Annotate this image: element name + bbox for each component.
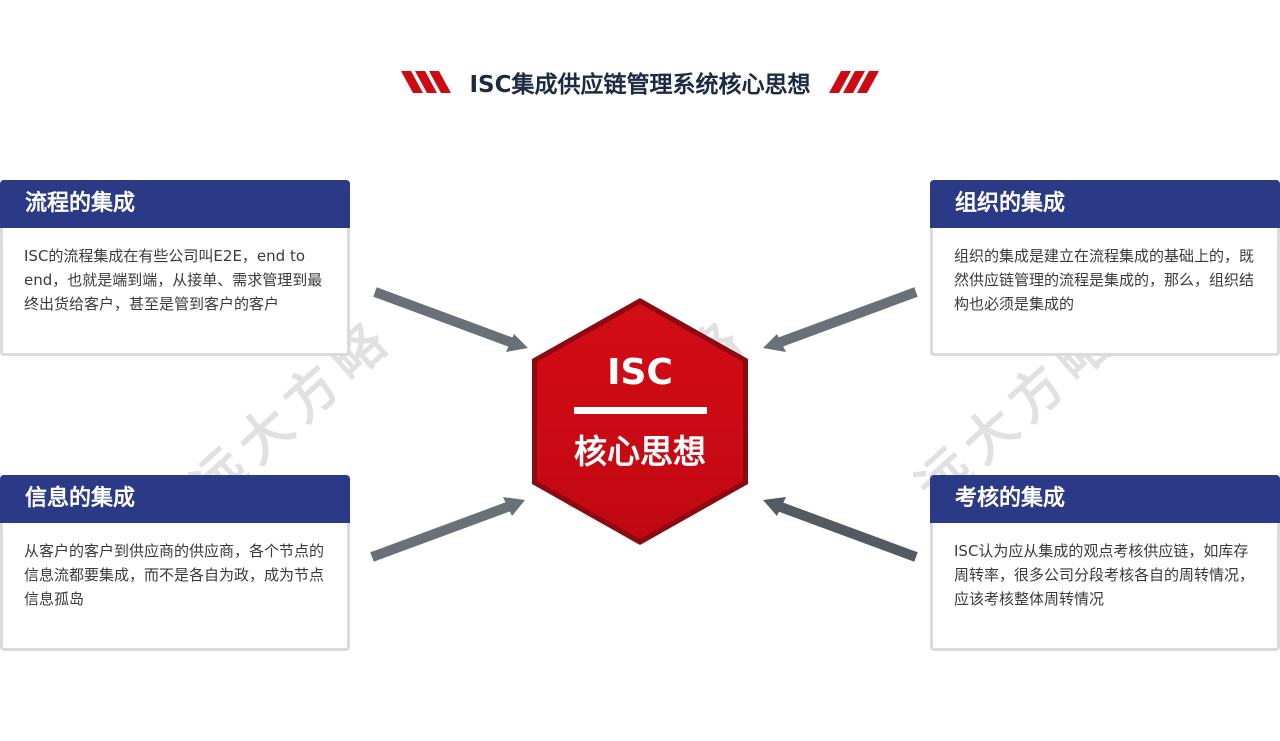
page-title: ISC集成供应链管理系统核心思想 xyxy=(469,72,811,98)
card-title: 组织的集成 xyxy=(930,180,1280,228)
card-body: 组织的集成是建立在流程集成的基础上的，既然供应链管理的流程是集成的，那么，组织结… xyxy=(954,247,1255,313)
card-title: 考核的集成 xyxy=(930,475,1280,523)
card-title: 流程的集成 xyxy=(0,180,350,228)
center-label-bottom: 核心思想 xyxy=(574,432,706,471)
card-information-integration: 信息的集成 从客户的客户到供应商的供应商，各个节点的信息流都要集成，而不是各自为… xyxy=(0,475,350,651)
center-hexagon xyxy=(532,298,748,545)
title-bar: ISC集成供应链管理系统核心思想 xyxy=(0,62,1280,102)
card-body: 从客户的客户到供应商的供应商，各个节点的信息流都要集成，而不是各自为政，成为节点… xyxy=(24,542,325,608)
title-stripes-right-icon xyxy=(828,71,879,93)
card-body: ISC认为应从集成的观点考核供应链，如库存周转率，很多公司分段考核各自的周转情况… xyxy=(954,542,1255,608)
title-stripes-left-icon xyxy=(401,71,452,93)
card-title: 信息的集成 xyxy=(0,475,350,523)
arrow-top-left xyxy=(373,287,528,352)
card-process-integration: 流程的集成 ISC的流程集成在有些公司叫E2E，end to end，也就是端到… xyxy=(0,180,350,356)
arrow-bottom-left xyxy=(370,497,525,562)
card-organization-integration: 组织的集成 组织的集成是建立在流程集成的基础上的，既然供应链管理的流程是集成的，… xyxy=(930,180,1280,356)
arrow-bottom-right xyxy=(763,497,918,562)
card-assessment-integration: 考核的集成 ISC认为应从集成的观点考核供应链，如库存周转率，很多公司分段考核各… xyxy=(930,475,1280,651)
arrow-top-right xyxy=(763,287,918,352)
center-label-top: ISC xyxy=(607,352,673,393)
hexagon-divider xyxy=(574,407,707,414)
card-body: ISC的流程集成在有些公司叫E2E，end to end，也就是端到端，从接单、… xyxy=(24,247,323,313)
